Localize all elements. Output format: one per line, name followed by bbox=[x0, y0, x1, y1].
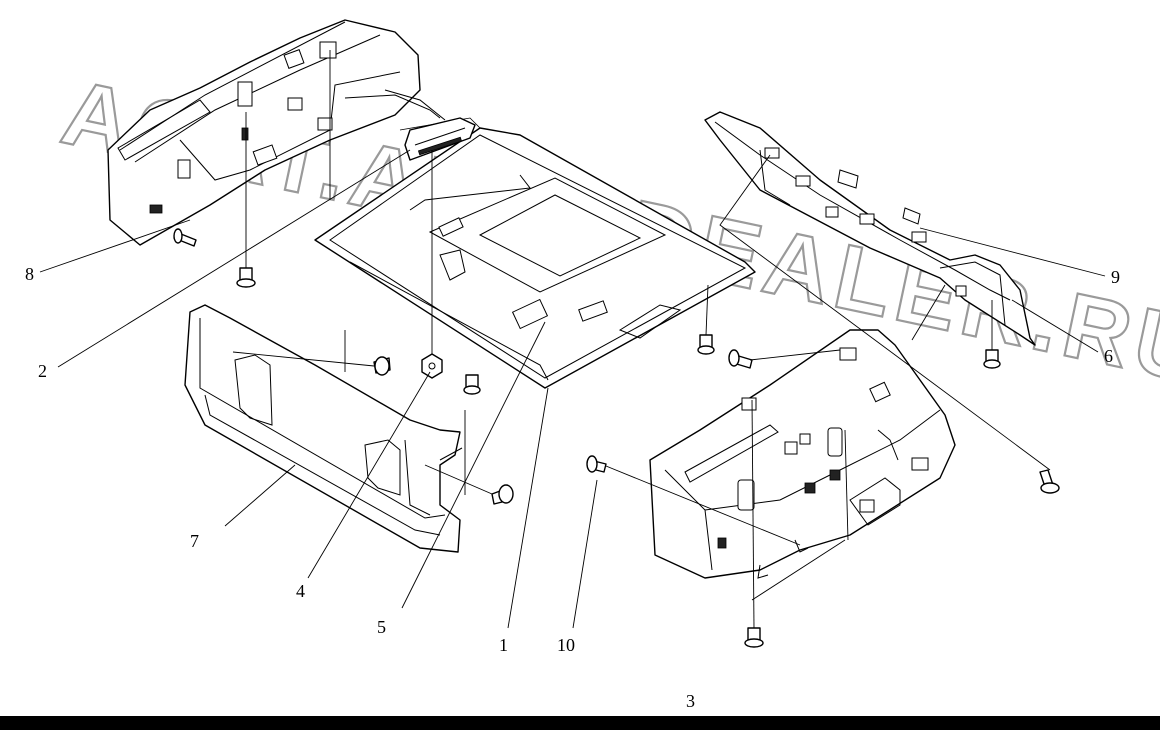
clip-fastener-3 bbox=[744, 627, 764, 648]
callout-6: 6 bbox=[1104, 346, 1113, 366]
bottom-black-bar bbox=[0, 716, 1160, 730]
screw-lower-left bbox=[491, 484, 514, 505]
callout-1: 1 bbox=[499, 635, 508, 655]
callout-2: 2 bbox=[38, 361, 47, 381]
callout-4: 4 bbox=[296, 581, 305, 601]
callout-10: 10 bbox=[557, 635, 575, 655]
callout-7: 7 bbox=[190, 531, 199, 551]
screw-far-right bbox=[1039, 469, 1060, 494]
screw-8 bbox=[173, 228, 197, 247]
part-2-grab-handle bbox=[404, 117, 476, 161]
callout-8: 8 bbox=[25, 264, 34, 284]
nut-4 bbox=[421, 353, 443, 379]
callout-3: 3 bbox=[686, 691, 695, 711]
part-7-lower-left-panel bbox=[184, 304, 463, 553]
screw-10 bbox=[586, 455, 607, 473]
callout-9: 9 bbox=[1111, 267, 1120, 287]
part-3-lower-right-panel bbox=[649, 329, 956, 579]
clip-fastener-8 bbox=[236, 267, 256, 288]
part-6-right-rear-panel bbox=[704, 111, 1036, 346]
part-1-roof-headliner bbox=[314, 117, 756, 389]
clip-fastener-1 bbox=[697, 334, 715, 355]
clip-fastener-6 bbox=[983, 349, 1001, 369]
fasteners bbox=[173, 228, 1060, 648]
screw-upper-left bbox=[373, 356, 391, 376]
leader-lines bbox=[39, 50, 1106, 629]
part-8-left-trim-panel bbox=[107, 19, 446, 246]
callout-5: 5 bbox=[377, 617, 386, 637]
clip-fastener-5 bbox=[463, 374, 481, 395]
screw-middle-right bbox=[728, 349, 753, 369]
